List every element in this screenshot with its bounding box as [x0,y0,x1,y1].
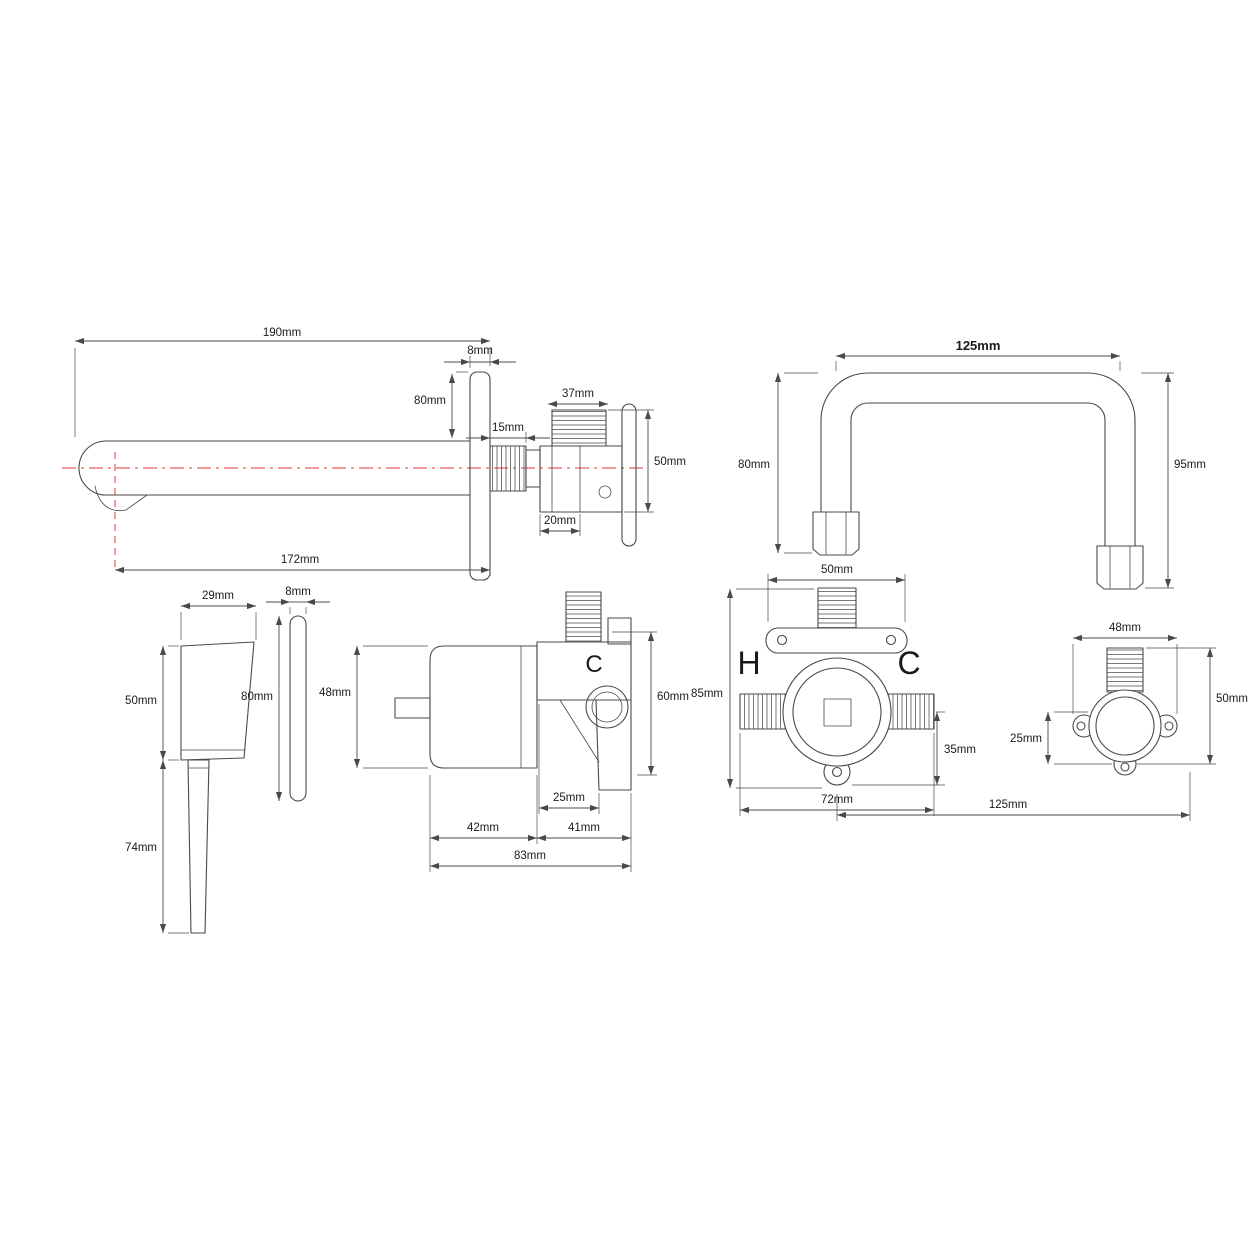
dim-bracket-length: 41mm [568,822,600,834]
dim-bracket-height: 60mm [657,691,689,703]
outlet-port-inner [591,691,623,723]
handle-dimensions: 29mm 50mm 74mm [125,590,257,934]
spindle-square [823,698,852,727]
hot-marking: H [737,645,760,681]
cold-marking: C [897,645,920,681]
escutcheon-plate [289,615,307,802]
cold-marking: C [585,651,602,678]
view-swivel-spout: 125mm 80mm 95mm [738,338,1206,590]
dim-spout-length-bottom: 172mm [281,554,319,566]
spout-thread [489,445,527,492]
dim-back-width: 48mm [1109,622,1141,634]
valve-port [598,485,612,499]
valve-flange [621,403,637,547]
valve-back-dimensions: 48mm 50mm 25mm 125mm [836,622,1248,821]
bracket-hole-left [776,634,788,646]
handle-lever [187,759,210,934]
dim-valve-width: 37mm [562,388,594,400]
plate-dimensions: 8mm 80mm [241,586,330,801]
ear-left-hole [1076,721,1086,731]
valve-back-outer [1088,689,1162,763]
dim-plate-thickness: 8mm [467,345,493,357]
valve-top-thread [551,409,607,447]
view-plate: 8mm 80mm [241,586,330,802]
dim-cartridge-height: 48mm [319,687,351,699]
cold-inlet-thread [887,693,935,730]
spout-body [78,440,471,496]
dim-swivel-width: 125mm [956,338,1001,353]
dim-bracket-width: 50mm [821,564,853,576]
dim-swivel-height-right: 95mm [1174,459,1206,471]
dim-plate-thickness: 8mm [285,586,311,598]
view-wall-spout: 190mm 8mm 80mm 15mm 37mm 50mm 20mm [62,327,686,581]
view-valve-side: C 48mm 60mm 25mm 42mm 41mm 83mm [319,591,689,872]
view-valve-front: H C 50mm 85mm 35mm 72mm [691,564,976,816]
hot-inlet-thread [739,693,787,730]
top-inlet-thread [817,587,857,633]
valve-body-outer [782,657,892,767]
swivel-tube-inner [850,402,1106,547]
view-valve-back: 48mm 50mm 25mm 125mm [836,622,1248,821]
swivel-spout-dimensions: 125mm 80mm 95mm [738,338,1206,589]
dim-total-length: 83mm [514,850,546,862]
dim-spout-length-top: 190mm [263,327,301,339]
valve-back-inner [1095,696,1155,756]
back-inlet-thread [1106,647,1144,693]
dim-plate-height: 80mm [241,691,273,703]
dim-back-tab-offset: 25mm [1010,733,1042,745]
dim-tab-offset: 35mm [944,744,976,756]
dim-swivel-height-left: 80mm [738,459,770,471]
view-handle: 29mm 50mm 74mm [125,590,257,934]
cartridge-body [429,645,538,769]
dim-back-height: 50mm [1216,693,1248,705]
dim-valve-depth: 20mm [544,515,576,527]
ear-bottom-hole [1120,762,1130,772]
outlet-port-outer [585,685,629,729]
dim-thread-length: 15mm [492,422,524,434]
wall-plate [469,371,491,581]
wall-spout-dimensions: 190mm 8mm 80mm 15mm 37mm 50mm 20mm [74,327,686,576]
bracket-tab [607,617,632,645]
dim-handle-width: 29mm [202,590,234,602]
valve-body-inner [792,667,882,757]
dim-handle-lever-length: 74mm [125,842,157,854]
ear-right-hole [1164,721,1174,731]
valve-side-dimensions: 48mm 60mm 25mm 42mm 41mm 83mm [319,631,689,872]
mounting-bracket [765,627,908,654]
left-nut [812,511,860,556]
spout-outlet-lip [94,485,148,512]
bracket-block [536,641,632,701]
bottom-tab-hole [831,766,843,778]
bracket-plate [595,699,632,791]
dim-plate-height: 80mm [414,395,446,407]
handle-body [180,641,255,761]
bracket-hole-right [885,634,897,646]
dim-body-length: 42mm [467,822,499,834]
dim-valve-height: 50mm [654,456,686,468]
bracket-top-thread [565,591,602,643]
dim-handle-body-height: 50mm [125,695,157,707]
dim-outlet-offset: 25mm [553,792,585,804]
swivel-tube-outer [820,372,1136,547]
dim-spacing: 125mm [989,799,1027,811]
cartridge-stem [394,697,431,719]
right-nut [1096,545,1144,590]
dim-valve-total-height: 85mm [691,688,723,700]
